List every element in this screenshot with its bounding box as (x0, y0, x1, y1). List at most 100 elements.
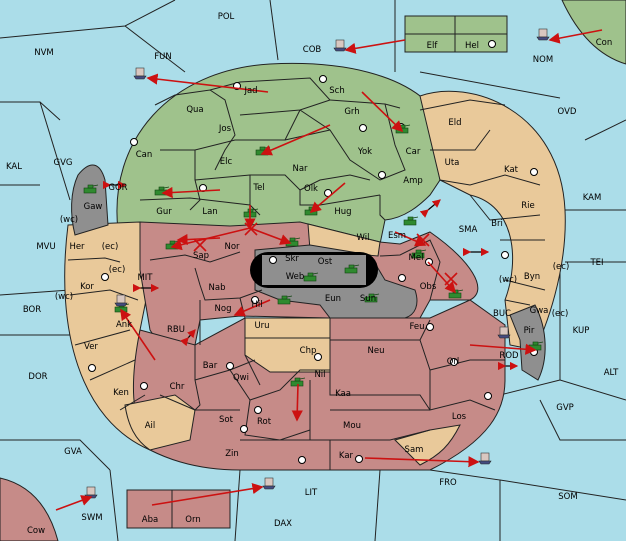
order-arrow (309, 182, 346, 214)
order-arrow (151, 483, 264, 506)
army-unit[interactable] (290, 377, 306, 387)
province-label-gur: Gur (156, 207, 172, 217)
province-aba[interactable] (126, 489, 173, 529)
army-unit[interactable] (411, 249, 427, 259)
sea-label-lit: LIT (305, 488, 318, 498)
army-unit[interactable] (303, 272, 319, 282)
province-label-amp: Amp (403, 176, 423, 186)
order-arrow (233, 299, 271, 317)
fleet-unit[interactable] (497, 326, 511, 339)
province-label-orl: Orl (447, 357, 460, 367)
province-label-hug: Hug (334, 207, 351, 217)
order-arrow (176, 233, 221, 246)
province-label-kor: Kor (80, 282, 94, 292)
province-chp[interactable] (244, 337, 331, 373)
province-label-qua: Qua (186, 105, 203, 115)
province-gaw[interactable] (71, 164, 109, 236)
sea-label-alt: ALT (604, 368, 619, 378)
army-unit[interactable] (364, 293, 380, 303)
province-label-gaw: Gaw (84, 202, 103, 212)
province-label-nor: Nor (224, 242, 240, 252)
sea-label-rbu: RBU (167, 325, 185, 335)
province-label-gwa: Gwa (530, 306, 549, 316)
order-arrow (120, 308, 156, 361)
province-label-jad: Jad (243, 86, 257, 96)
province-label-hil: Hil (251, 300, 262, 310)
fleet-unit[interactable] (536, 28, 550, 41)
sea-label-gor: GOR (108, 183, 127, 193)
sea-label-sma: SMA (459, 225, 478, 235)
fleet-unit[interactable] (84, 486, 98, 499)
coast-label-byn-wc: (wc) (499, 275, 517, 285)
province-label-neu: Neu (368, 346, 385, 356)
sea-label-mit: MIT (137, 273, 153, 283)
sea-label-kam: KAM (583, 193, 602, 203)
sea-label-fro: FRO (439, 478, 457, 488)
province-sam[interactable] (394, 424, 461, 466)
order-arrow (260, 124, 331, 156)
province-label-chp: Chp (300, 346, 317, 356)
province-label-nab: Nab (209, 283, 226, 293)
sea-label-fun: FUN (154, 52, 171, 62)
province-label-lan: Lan (202, 207, 217, 217)
province-label-skr: Skr (285, 254, 299, 264)
order-arrow (427, 261, 457, 294)
province-label-uta: Uta (445, 158, 460, 168)
province-label-can: Can (136, 150, 153, 160)
sea-label-gvp: GVP (556, 403, 574, 413)
sea-label-cob: COB (303, 45, 322, 55)
province-label-elc: Elc (220, 157, 233, 167)
sea-label-ovd: OVD (558, 107, 577, 117)
fleet-unit[interactable] (478, 452, 492, 465)
province-label-los: Los (452, 412, 467, 422)
order-arrow (361, 91, 404, 133)
province-label-con: Con (596, 38, 613, 48)
army-unit[interactable] (344, 264, 360, 274)
sea-label-gvg: GVG (54, 158, 73, 168)
province-label-ver: Ver (84, 342, 98, 352)
order-arrow (146, 73, 269, 93)
cut-order-marker (416, 233, 430, 247)
province-label-mou: Mou (343, 421, 361, 431)
sea-label-dor: DOR (28, 372, 47, 382)
fleet-unit[interactable] (133, 67, 147, 80)
sea-label-bor: BOR (23, 305, 41, 315)
province-pir[interactable] (509, 304, 546, 381)
army-unit[interactable] (83, 184, 99, 194)
coast-label-her-wc: (wc) (60, 215, 78, 225)
province-label-eun: Eun (325, 294, 341, 304)
order-arrow (548, 29, 603, 44)
province-label-web: Web (286, 272, 305, 282)
order-arrow (344, 39, 406, 54)
province-ail[interactable] (124, 394, 196, 451)
province-label-hel: Hel (465, 41, 479, 51)
sea-label-nom: NOM (533, 55, 553, 65)
province-orn[interactable] (171, 489, 231, 529)
province-label-ost: Ost (318, 257, 333, 267)
province-label-mel: Mel (409, 253, 424, 263)
fleet-unit[interactable] (333, 39, 347, 52)
army-unit[interactable] (403, 216, 419, 226)
cut-order-marker (444, 272, 458, 286)
fleet-unit[interactable] (114, 294, 128, 307)
province-label-yok: Yok (357, 147, 372, 157)
province-elf-hel[interactable] (404, 15, 508, 53)
order-arrow (291, 383, 303, 422)
orders-layer (55, 29, 603, 511)
sea-label-dax: DAX (274, 519, 292, 529)
coast-label-byn-ec: (ec) (553, 262, 570, 272)
fleet-unit[interactable] (262, 477, 276, 490)
province-label-tel: Tel (252, 183, 264, 193)
province-label-rie: Rie (521, 201, 535, 211)
order-arrow (469, 343, 537, 355)
army-unit[interactable] (277, 295, 293, 305)
order-arrow (364, 456, 480, 468)
province-label-zin: Zin (225, 449, 239, 459)
order-arrow (161, 186, 221, 199)
sea-label-nvm: NVM (34, 48, 54, 58)
province-label-nar: Nar (292, 164, 308, 174)
cut-order-marker (193, 238, 207, 252)
